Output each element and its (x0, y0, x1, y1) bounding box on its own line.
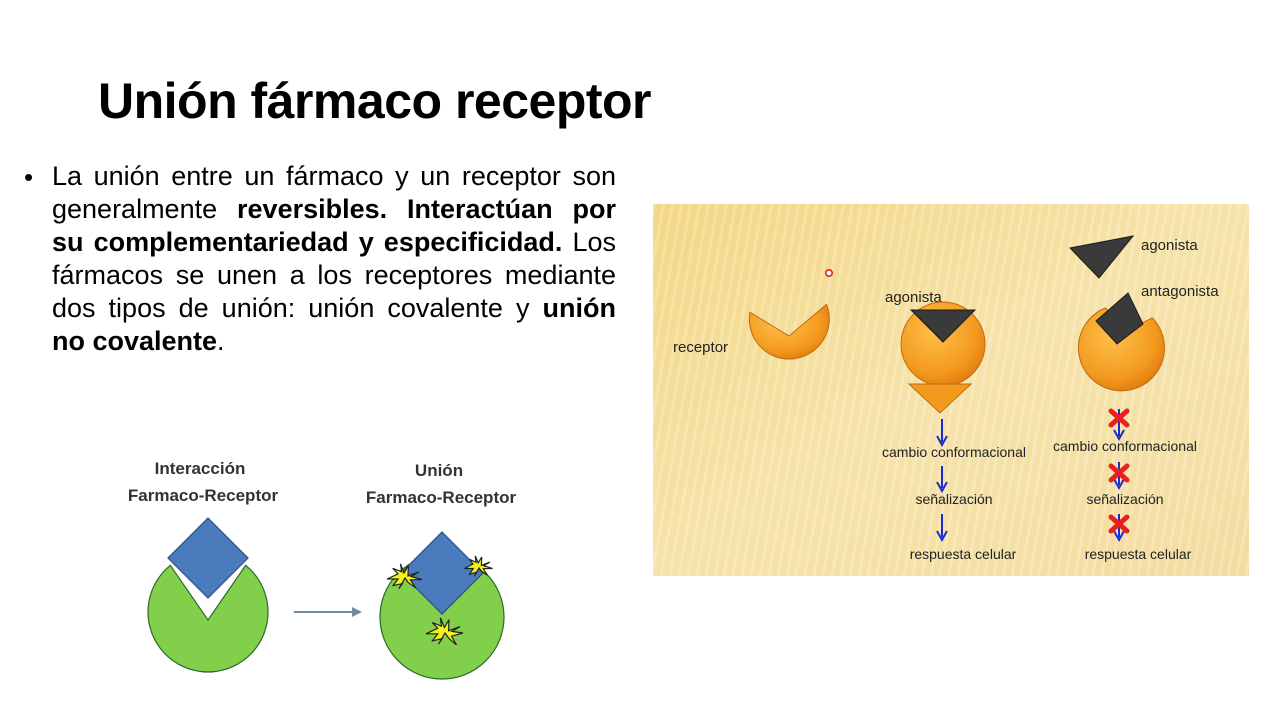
pathway-arrow-head (936, 481, 948, 494)
bold-text-run: reversibles. Interactúan por su compleme… (52, 194, 616, 257)
antagonist-step-1: cambio conformacional (1053, 438, 1197, 454)
agonist-ligand-shape (909, 309, 977, 343)
agonist-step-2: señalización (915, 491, 992, 507)
pathway-arrow-head (1113, 478, 1125, 491)
receptor-label: receptor (673, 339, 728, 356)
pathway-arrow-head (1113, 530, 1125, 543)
spark-icon (464, 555, 493, 577)
bullet-marker: • (24, 162, 34, 192)
arrow-head (352, 607, 362, 617)
antagonist-step-2: señalización (1086, 491, 1163, 507)
pathway-arrow-head (1113, 429, 1125, 442)
block-icon (1108, 408, 1130, 428)
block-icon (1108, 514, 1130, 534)
text-run: La unión entre un fármaco y un receptor … (52, 161, 616, 224)
interaction-label-line1: Interacción (155, 459, 246, 478)
agonist-step-3: respuesta celular (910, 546, 1017, 562)
interaction-label-line2: Farmaco-Receptor (128, 486, 278, 505)
union-label-line1: Unión (415, 461, 463, 480)
drug-shape (167, 517, 249, 599)
conformational-change-shape (907, 383, 973, 414)
spark-icon (386, 563, 423, 590)
text-run: Los fármacos se unen a los receptores me… (52, 227, 616, 323)
pathway-arrow-head (936, 530, 948, 543)
antagonist-receptor-shape (1077, 307, 1165, 392)
bullet-text: La unión entre un fármaco y un receptor … (52, 160, 616, 358)
block-icon (1108, 463, 1130, 483)
pathway-arrow-head (936, 435, 948, 448)
antagonist-label: antagonista (1141, 283, 1219, 300)
union-label-line2: Farmaco-Receptor (366, 488, 517, 507)
agonist-label: agonista (885, 289, 942, 306)
top-agonist-label: agonista (1141, 237, 1198, 254)
receptor-shape (147, 564, 269, 673)
bold-text-run: unión no covalente (52, 293, 616, 356)
antagonist-step-3: respuesta celular (1085, 546, 1192, 562)
slide-title: Unión fármaco receptor (98, 73, 652, 129)
agonist-antagonist-figure: receptor agonista cambio conformacional … (653, 204, 1249, 576)
text-run: . (217, 326, 225, 356)
interaction-figure: Interacción Farmaco-Receptor Unión Farma… (128, 459, 517, 680)
spark-icon (425, 617, 464, 646)
marker-dot (825, 269, 834, 278)
antagonist-ligand-shape (1095, 292, 1144, 345)
free-agonist-shape (1068, 235, 1135, 279)
agonist-step-1: cambio conformacional (882, 444, 1026, 460)
receptor-shape (748, 303, 830, 360)
bullet-list: • La unión entre un fármaco y un recepto… (24, 160, 616, 358)
